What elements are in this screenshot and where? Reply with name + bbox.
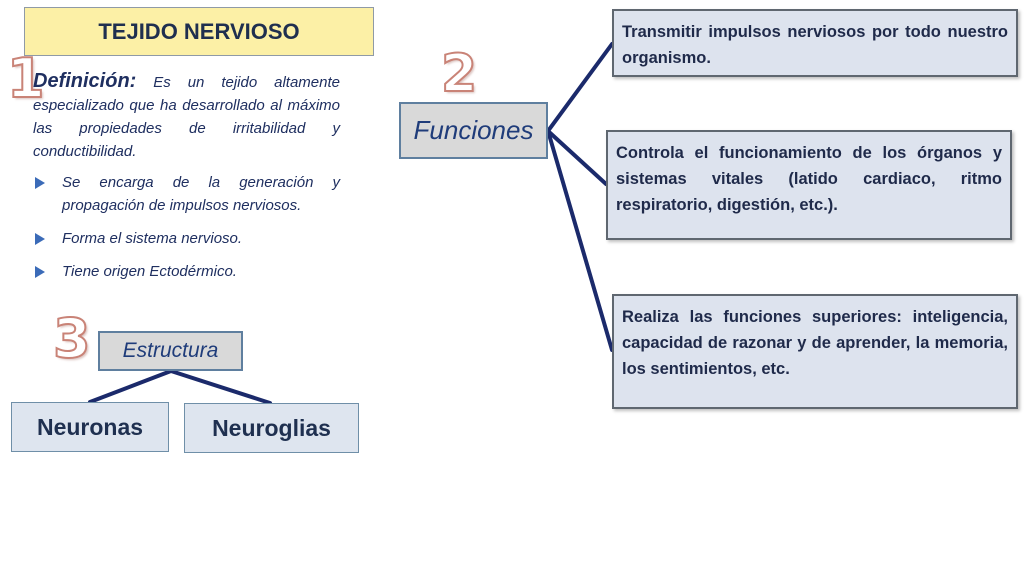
funcion-item-1: Transmitir impulsos nerviosos por todo n…	[612, 9, 1018, 77]
definition-bullets: Se encarga de la generación y propagació…	[33, 171, 340, 283]
definition-paragraph: Definición: Es un tejido altamente espec…	[33, 70, 340, 163]
funcion-item-3: Realiza las funciones superiores: inteli…	[612, 294, 1018, 409]
bullet-item: Tiene origen Ectodérmico.	[33, 260, 340, 283]
estructura-node: Estructura	[98, 331, 243, 371]
connector-funciones-to-item-2	[546, 129, 608, 186]
definition-block: Definición: Es un tejido altamente espec…	[33, 70, 340, 293]
neuroglias-node: Neuroglias	[184, 403, 359, 453]
bullet-text: Tiene origen Ectodérmico.	[62, 263, 237, 280]
connector-estructura-to-neuroglias	[169, 369, 272, 405]
number-2: 2	[440, 44, 478, 104]
triangle-bullet-icon	[35, 266, 45, 278]
definition-label: Definición:	[33, 70, 137, 92]
number-1: 1	[6, 47, 46, 110]
number-3: 3	[52, 307, 92, 370]
triangle-bullet-icon	[35, 233, 45, 245]
bullet-text: Se encarga de la generación y propagació…	[62, 174, 340, 214]
neuronas-node: Neuronas	[11, 402, 169, 452]
bullet-item: Se encarga de la generación y propagació…	[33, 171, 340, 217]
funciones-node: Funciones	[399, 102, 548, 159]
funcion-item-2: Controla el funcionamiento de los órgano…	[606, 130, 1012, 240]
connector-funciones-to-item-3	[546, 129, 614, 352]
bullet-item: Forma el sistema nervioso.	[33, 227, 340, 250]
triangle-bullet-icon	[35, 177, 45, 189]
bullet-text: Forma el sistema nervioso.	[62, 230, 243, 247]
page-title: TEJIDO NERVIOSO	[24, 7, 374, 56]
definition-text: Es un tejido altamente especializado que…	[33, 74, 340, 160]
connector-funciones-to-item-1	[546, 42, 614, 133]
connector-estructura-to-neuronas	[88, 369, 173, 404]
